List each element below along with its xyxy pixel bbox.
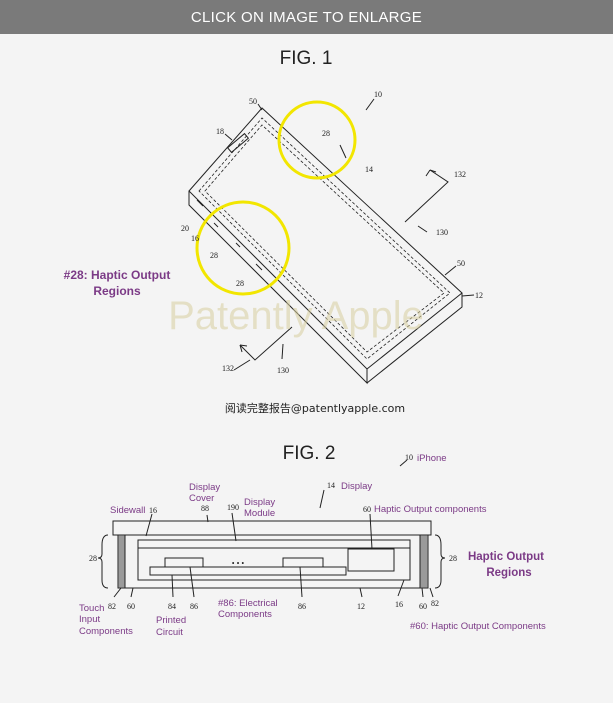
haptic-regions-annotation-line1: #28: Haptic Output — [64, 268, 171, 282]
label-haptic-regions-1: Haptic Output — [468, 551, 544, 563]
ref-10: 10 — [374, 90, 382, 99]
ref-12: 12 — [475, 291, 483, 300]
ref2-28-right: 28 — [449, 554, 457, 563]
ref-28-low: 28 — [236, 279, 244, 288]
ref-132-right: 132 — [454, 170, 466, 179]
ref-28-mid: 28 — [210, 251, 218, 260]
ref-18: 18 — [216, 127, 224, 136]
ref2-16-bottom: 16 — [395, 600, 403, 609]
watermark: Patently Apple — [168, 294, 424, 338]
label-display: Display — [341, 481, 372, 492]
label-haptic-60: #60: Haptic Output Components — [410, 621, 546, 632]
ref2-84: 84 — [168, 602, 176, 611]
enlarge-banner[interactable]: CLICK ON IMAGE TO ENLARGE — [0, 0, 613, 34]
haptic-region-highlight-top — [277, 100, 357, 180]
fig2-title: FIG. 2 — [283, 443, 336, 464]
ref-16: 16 — [191, 234, 199, 243]
ref2-10: 10 — [405, 453, 413, 462]
label-electrical-2: Components — [218, 609, 272, 620]
label-display-cover-1: Display — [189, 482, 220, 493]
label-printed-1: Printed — [156, 615, 186, 626]
ref2-86-left: 86 — [190, 602, 198, 611]
ref-28-top: 28 — [322, 129, 330, 138]
ref-50-top: 50 — [249, 97, 257, 106]
label-display-module-1: Display — [244, 497, 275, 508]
ref-130-left: 130 — [277, 366, 289, 375]
ref2-12: 12 — [357, 602, 365, 611]
label-haptic-components: Haptic Output components — [374, 504, 487, 515]
label-touch-3: Components — [79, 626, 133, 637]
label-iphone: iPhone — [417, 453, 447, 464]
components-ellipsis: • • • — [232, 559, 245, 568]
ref-132-left: 132 — [222, 364, 234, 373]
ref-14: 14 — [365, 165, 373, 174]
haptic-region-highlight-side — [195, 200, 291, 296]
ref2-60-left: 60 — [127, 602, 135, 611]
label-touch-2: Input — [79, 614, 100, 625]
ref2-88: 88 — [201, 504, 209, 513]
ref2-28-left: 28 — [89, 554, 97, 563]
ref2-16-top: 16 — [149, 506, 157, 515]
label-touch-1: Touch — [79, 603, 104, 614]
ref2-14: 14 — [327, 481, 335, 490]
label-electrical-1: #86: Electrical — [218, 598, 278, 609]
label-sidewall: Sidewall — [110, 505, 145, 516]
ref2-60-right: 60 — [419, 602, 427, 611]
ref2-60-top: 60 — [363, 505, 371, 514]
fig1-title: FIG. 1 — [280, 48, 333, 69]
ref2-86-right: 86 — [298, 602, 306, 611]
ref-130-right: 130 — [436, 228, 448, 237]
ref2-190: 190 — [227, 503, 239, 512]
report-caption[interactable]: 阅读完整报告@patentlyapple.com — [225, 401, 405, 415]
label-display-cover-2: Cover — [189, 493, 214, 504]
ref2-82-left: 82 — [108, 602, 116, 611]
label-display-module-2: Module — [244, 508, 275, 519]
ref-20: 20 — [181, 224, 189, 233]
haptic-regions-annotation-line2: Regions — [93, 284, 141, 298]
ref2-82-right: 82 — [431, 599, 439, 608]
label-haptic-regions-2: Regions — [486, 567, 531, 579]
label-printed-2: Circuit — [156, 627, 183, 638]
fig1-phone-drawing — [188, 98, 475, 385]
fig2-cross-section — [97, 459, 446, 598]
ref-50-right: 50 — [457, 259, 465, 268]
